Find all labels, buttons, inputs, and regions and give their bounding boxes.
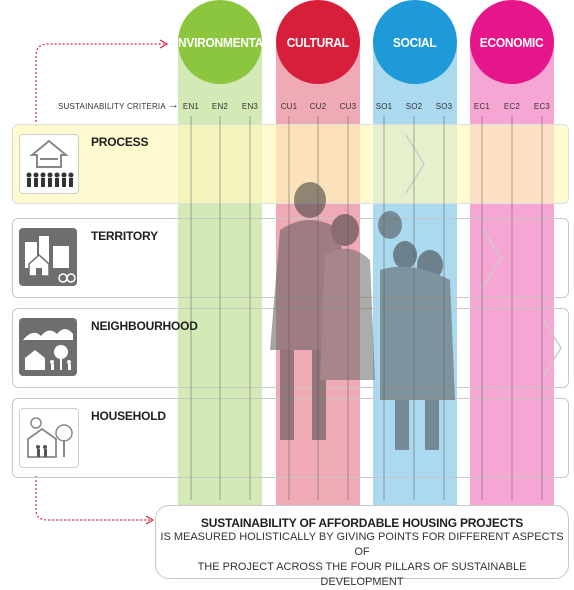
criterion-ec2: EC2 — [503, 102, 521, 111]
summary-line-2: THE PROJECT ACROSS THE FOUR PILLARS OF S… — [197, 561, 527, 588]
summary-title: SUSTAINABILITY OF AFFORDABLE HOUSING PRO… — [200, 516, 524, 530]
level-title-household: HOUSEHOLD — [91, 409, 166, 423]
level-row-household: HOUSEHOLD — [12, 398, 569, 478]
sustainability-criteria-label: SUSTAINABILITY CRITERIA — [58, 102, 166, 111]
summary-line-1: IS MEASURED HOLISTICALLY BY GIVING POINT… — [160, 531, 564, 558]
pillar-environmental: ENVIRONMENTAL — [170, 0, 270, 84]
territory-arrow-icon — [483, 228, 502, 288]
neighbourhood-arrow-icon — [543, 318, 562, 378]
level-title-territory: TERRITORY — [91, 229, 158, 243]
level-title-neighbourhood: NEIGHBOURHOOD — [91, 319, 198, 333]
people-photo-image — [270, 182, 455, 450]
criterion-cu1: CU1 — [280, 102, 298, 111]
criterion-en2: EN2 — [211, 102, 229, 111]
criterion-cu3: CU3 — [339, 102, 357, 111]
level-row-process: PROCESS — [12, 124, 569, 204]
criterion-ec3: EC3 — [533, 102, 551, 111]
community-meeting-icon — [19, 134, 79, 194]
city-territory-icon — [19, 228, 77, 286]
household-icon — [19, 408, 79, 468]
criterion-cu2: CU2 — [309, 102, 327, 111]
pillar-label-economic: ECONOMIC — [480, 34, 544, 50]
pillar-label-social: SOCIAL — [393, 34, 437, 50]
criterion-so1: SO1 — [375, 102, 393, 111]
summary-box: SUSTAINABILITY OF AFFORDABLE HOUSING PRO… — [155, 505, 569, 588]
pillar-label-cultural: CULTURAL — [286, 34, 350, 50]
criterion-en1: EN1 — [182, 102, 200, 111]
arrow-right-icon: → — [168, 99, 179, 111]
pillar-economic: ECONOMIC — [470, 0, 554, 84]
process-arrow-icon — [406, 134, 425, 194]
criterion-ec1: EC1 — [473, 102, 491, 111]
level-title-process: PROCESS — [91, 135, 149, 149]
pillar-label-environmental: ENVIRONMENTAL — [170, 34, 270, 50]
criterion-en3: EN3 — [241, 102, 259, 111]
level-row-territory: TERRITORY — [12, 218, 569, 298]
neighbourhood-icon — [19, 318, 77, 376]
pillar-cultural: CULTURAL — [276, 0, 360, 84]
pillar-social: SOCIAL — [373, 0, 457, 84]
criterion-so2: SO2 — [405, 102, 423, 111]
criterion-so3: SO3 — [435, 102, 453, 111]
